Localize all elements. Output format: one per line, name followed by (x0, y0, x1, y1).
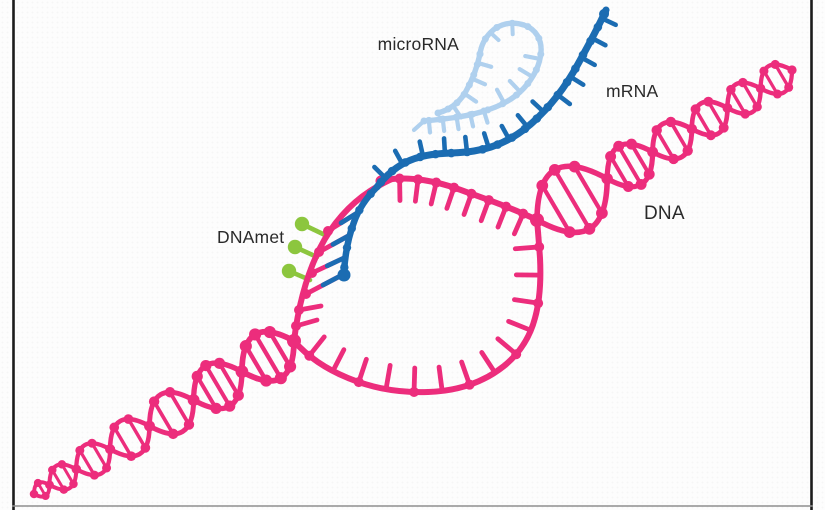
dna-helix-upper-right (530, 59, 797, 238)
label-dnamet: DNAmet (217, 227, 284, 247)
transcription-bubble (287, 173, 545, 398)
frame (12, 0, 813, 510)
dna-helix-lower-left (29, 325, 301, 501)
label-dna: DNA (644, 203, 685, 224)
microrna-hairpin (411, 19, 545, 135)
label-mrna: mRNA (606, 81, 658, 101)
label-microrna: microRNA (378, 34, 459, 54)
mrna-strand (320, 6, 618, 288)
